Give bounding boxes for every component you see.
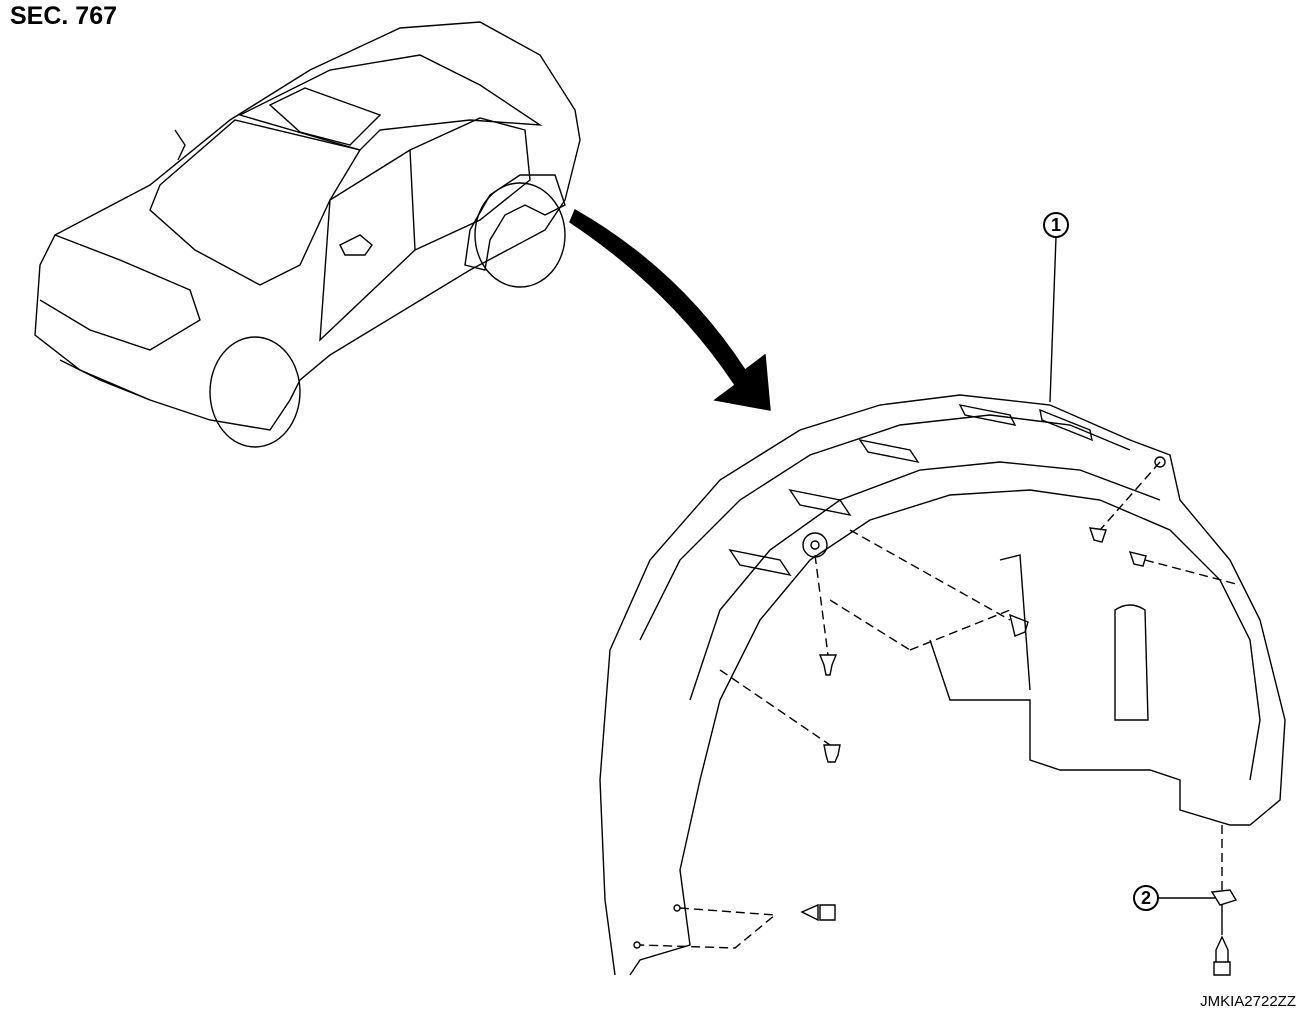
clips-and-screws (800, 527, 1238, 976)
screw-icon (800, 903, 836, 922)
clip-nut-icon (1210, 889, 1238, 906)
callout-2: 2 (1133, 885, 1159, 911)
clip-icon (1088, 527, 1107, 543)
figure-code: JMKIA2722ZZ (1200, 993, 1296, 1010)
clip-icon (823, 744, 841, 763)
callout-1: 1 (1043, 212, 1069, 238)
clip-icon (1009, 613, 1029, 637)
screw-icon (1213, 935, 1231, 976)
direction-arrow (569, 208, 771, 411)
fender-protector (599, 394, 1286, 976)
leader-lines (639, 236, 1241, 949)
clip-icon (818, 654, 838, 676)
vehicle-illustration (34, 21, 581, 448)
section-label: SEC. 767 (10, 2, 118, 30)
clip-icon (1128, 551, 1147, 567)
